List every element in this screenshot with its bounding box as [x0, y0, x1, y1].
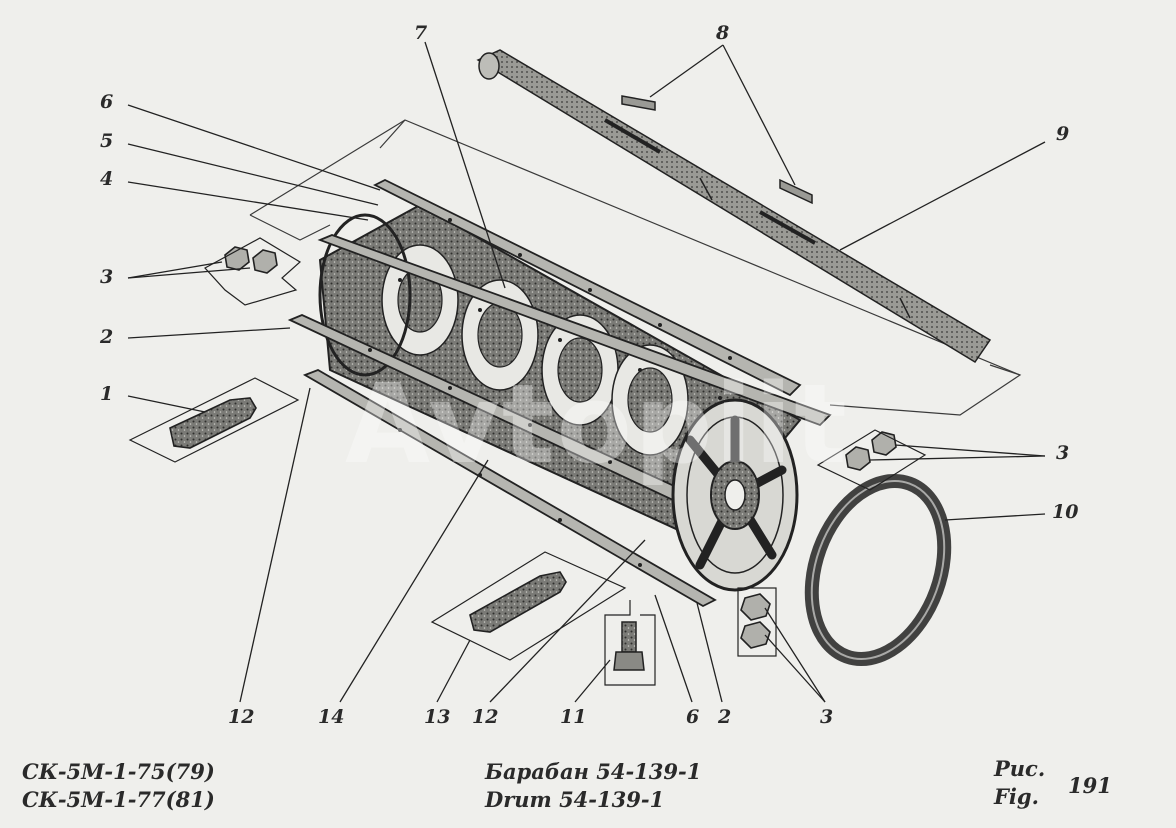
model-line-1: СК-5М-1-75(79): [22, 759, 215, 784]
fig-label-russian: Рис.: [994, 756, 1046, 781]
title-russian: Барабан 54-139-1: [485, 759, 702, 784]
callout-3: 3: [100, 266, 114, 288]
end-spider-disk: [671, 398, 799, 592]
callout-10: 10: [1052, 501, 1079, 523]
callout-9: 9: [1056, 123, 1070, 145]
callout-6: 6: [100, 91, 114, 113]
model-line-2: СК-5М-1-77(81): [22, 787, 215, 813]
figure-number: 191: [1068, 773, 1112, 798]
callout-12: 12: [228, 706, 255, 728]
bolt-part-13: [430, 551, 627, 661]
callout-7: 7: [414, 22, 428, 44]
watermark-text: Avtopiit: [345, 360, 849, 488]
callout-12: 12: [472, 706, 499, 728]
shaft-part-9: [476, 49, 992, 364]
figure-label: Рис. Fig.: [994, 755, 1045, 812]
leader-lines: [127, 41, 1046, 703]
callout-8: 8: [716, 22, 730, 44]
callout-4: 4: [100, 168, 114, 190]
model-codes: СК-5М-1-75(79) СК-5М-1-77(81): [22, 758, 215, 815]
guide-outlines: [249, 119, 1022, 416]
callout-13: 13: [424, 706, 451, 728]
title-english: Drum 54-139-1: [485, 787, 665, 813]
bolt-part-11: [604, 600, 656, 686]
ring-part-10: [804, 473, 952, 667]
callout-3: 3: [1056, 442, 1070, 464]
callout-1: 1: [100, 383, 114, 405]
nut-frames: [204, 237, 927, 657]
callout-5: 5: [100, 130, 114, 152]
figure-title: Барабан 54-139-1 Drum 54-139-1: [485, 758, 701, 815]
keys-part-8: [621, 95, 813, 205]
callout-6: 6: [686, 706, 700, 728]
bolt-part-1: [128, 377, 300, 463]
fig-label-english: Fig.: [994, 784, 1039, 810]
rasp-bars: [287, 178, 832, 608]
callout-11: 11: [560, 706, 587, 728]
callout-2: 2: [100, 326, 114, 348]
callout-3: 3: [820, 706, 834, 728]
callout-2: 2: [718, 706, 732, 728]
callout-14: 14: [318, 706, 345, 728]
